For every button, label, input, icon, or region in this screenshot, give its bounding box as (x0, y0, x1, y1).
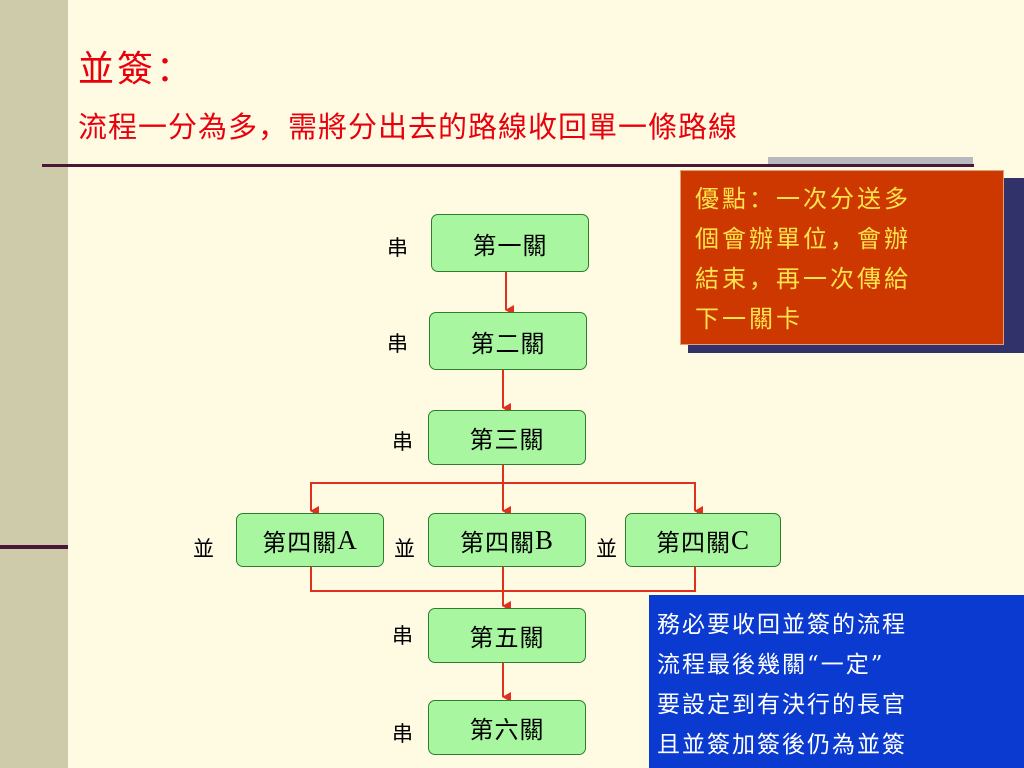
stage-5-label: 第五關 (469, 624, 545, 652)
stage-1-label: 第一關 (472, 231, 548, 260)
tag-serial-1: 串 (387, 236, 408, 260)
title-rule (42, 164, 974, 167)
sidebar-rule (0, 545, 68, 549)
slide-title: 並簽： (78, 49, 196, 90)
advantage-callout: 優點：一次分送多 個會辦單位，會辦 結束，再一次傳給 下一關卡 (680, 170, 1004, 345)
note-line-4: 且並簽加簽後仍為並簽 (657, 732, 907, 758)
stage-6-node: 第六關 (428, 700, 586, 755)
tag-serial-5: 串 (392, 624, 413, 648)
advantage-line-2: 個會辦單位，會辦 (695, 225, 911, 253)
tag-serial-2: 串 (387, 332, 408, 356)
tag-serial-6: 串 (392, 722, 413, 746)
stage-4b-label: 第四關 (459, 528, 535, 557)
advantage-line-4: 下一關卡 (695, 305, 803, 333)
advantage-line-3: 結束，再一次傳給 (695, 265, 911, 293)
stage-5-node: 第五關 (428, 608, 586, 663)
stage-4a-label: 第四關 (262, 528, 338, 557)
note-line-3: 要設定到有決行的長官 (657, 692, 907, 718)
stage-1-node: 第一關 (431, 214, 589, 272)
note-line-2: 流程最後幾關“一定” (657, 652, 885, 678)
note-callout: 務必要收回並簽的流程 流程最後幾關“一定” 要設定到有決行的長官 且並簽加簽後仍… (649, 595, 1024, 768)
stage-6-label: 第六關 (469, 716, 545, 744)
sidebar-band (0, 0, 68, 768)
stage-3-label: 第三關 (469, 426, 545, 454)
stage-2-label: 第二關 (470, 329, 546, 358)
tag-serial-3: 串 (392, 430, 413, 454)
stage-4a-suffix: A (337, 524, 358, 555)
slide-subtitle: 流程一分為多，需將分出去的路線收回單一條路線 (78, 110, 739, 144)
title-rule-accent (768, 157, 973, 164)
note-line-1: 務必要收回並簽的流程 (657, 612, 907, 638)
stage-3-node: 第三關 (428, 410, 586, 465)
advantage-line-1: 優點：一次分送多 (695, 185, 911, 213)
tag-parallel-c: 並 (596, 537, 617, 561)
stage-4c-label: 第四關 (655, 528, 731, 557)
tag-parallel-b: 並 (394, 537, 415, 561)
stage-4b-suffix: B (534, 524, 554, 555)
stage-4c-suffix: C (730, 524, 750, 555)
tag-parallel-a: 並 (193, 537, 214, 561)
stage-2-node: 第二關 (429, 312, 587, 370)
